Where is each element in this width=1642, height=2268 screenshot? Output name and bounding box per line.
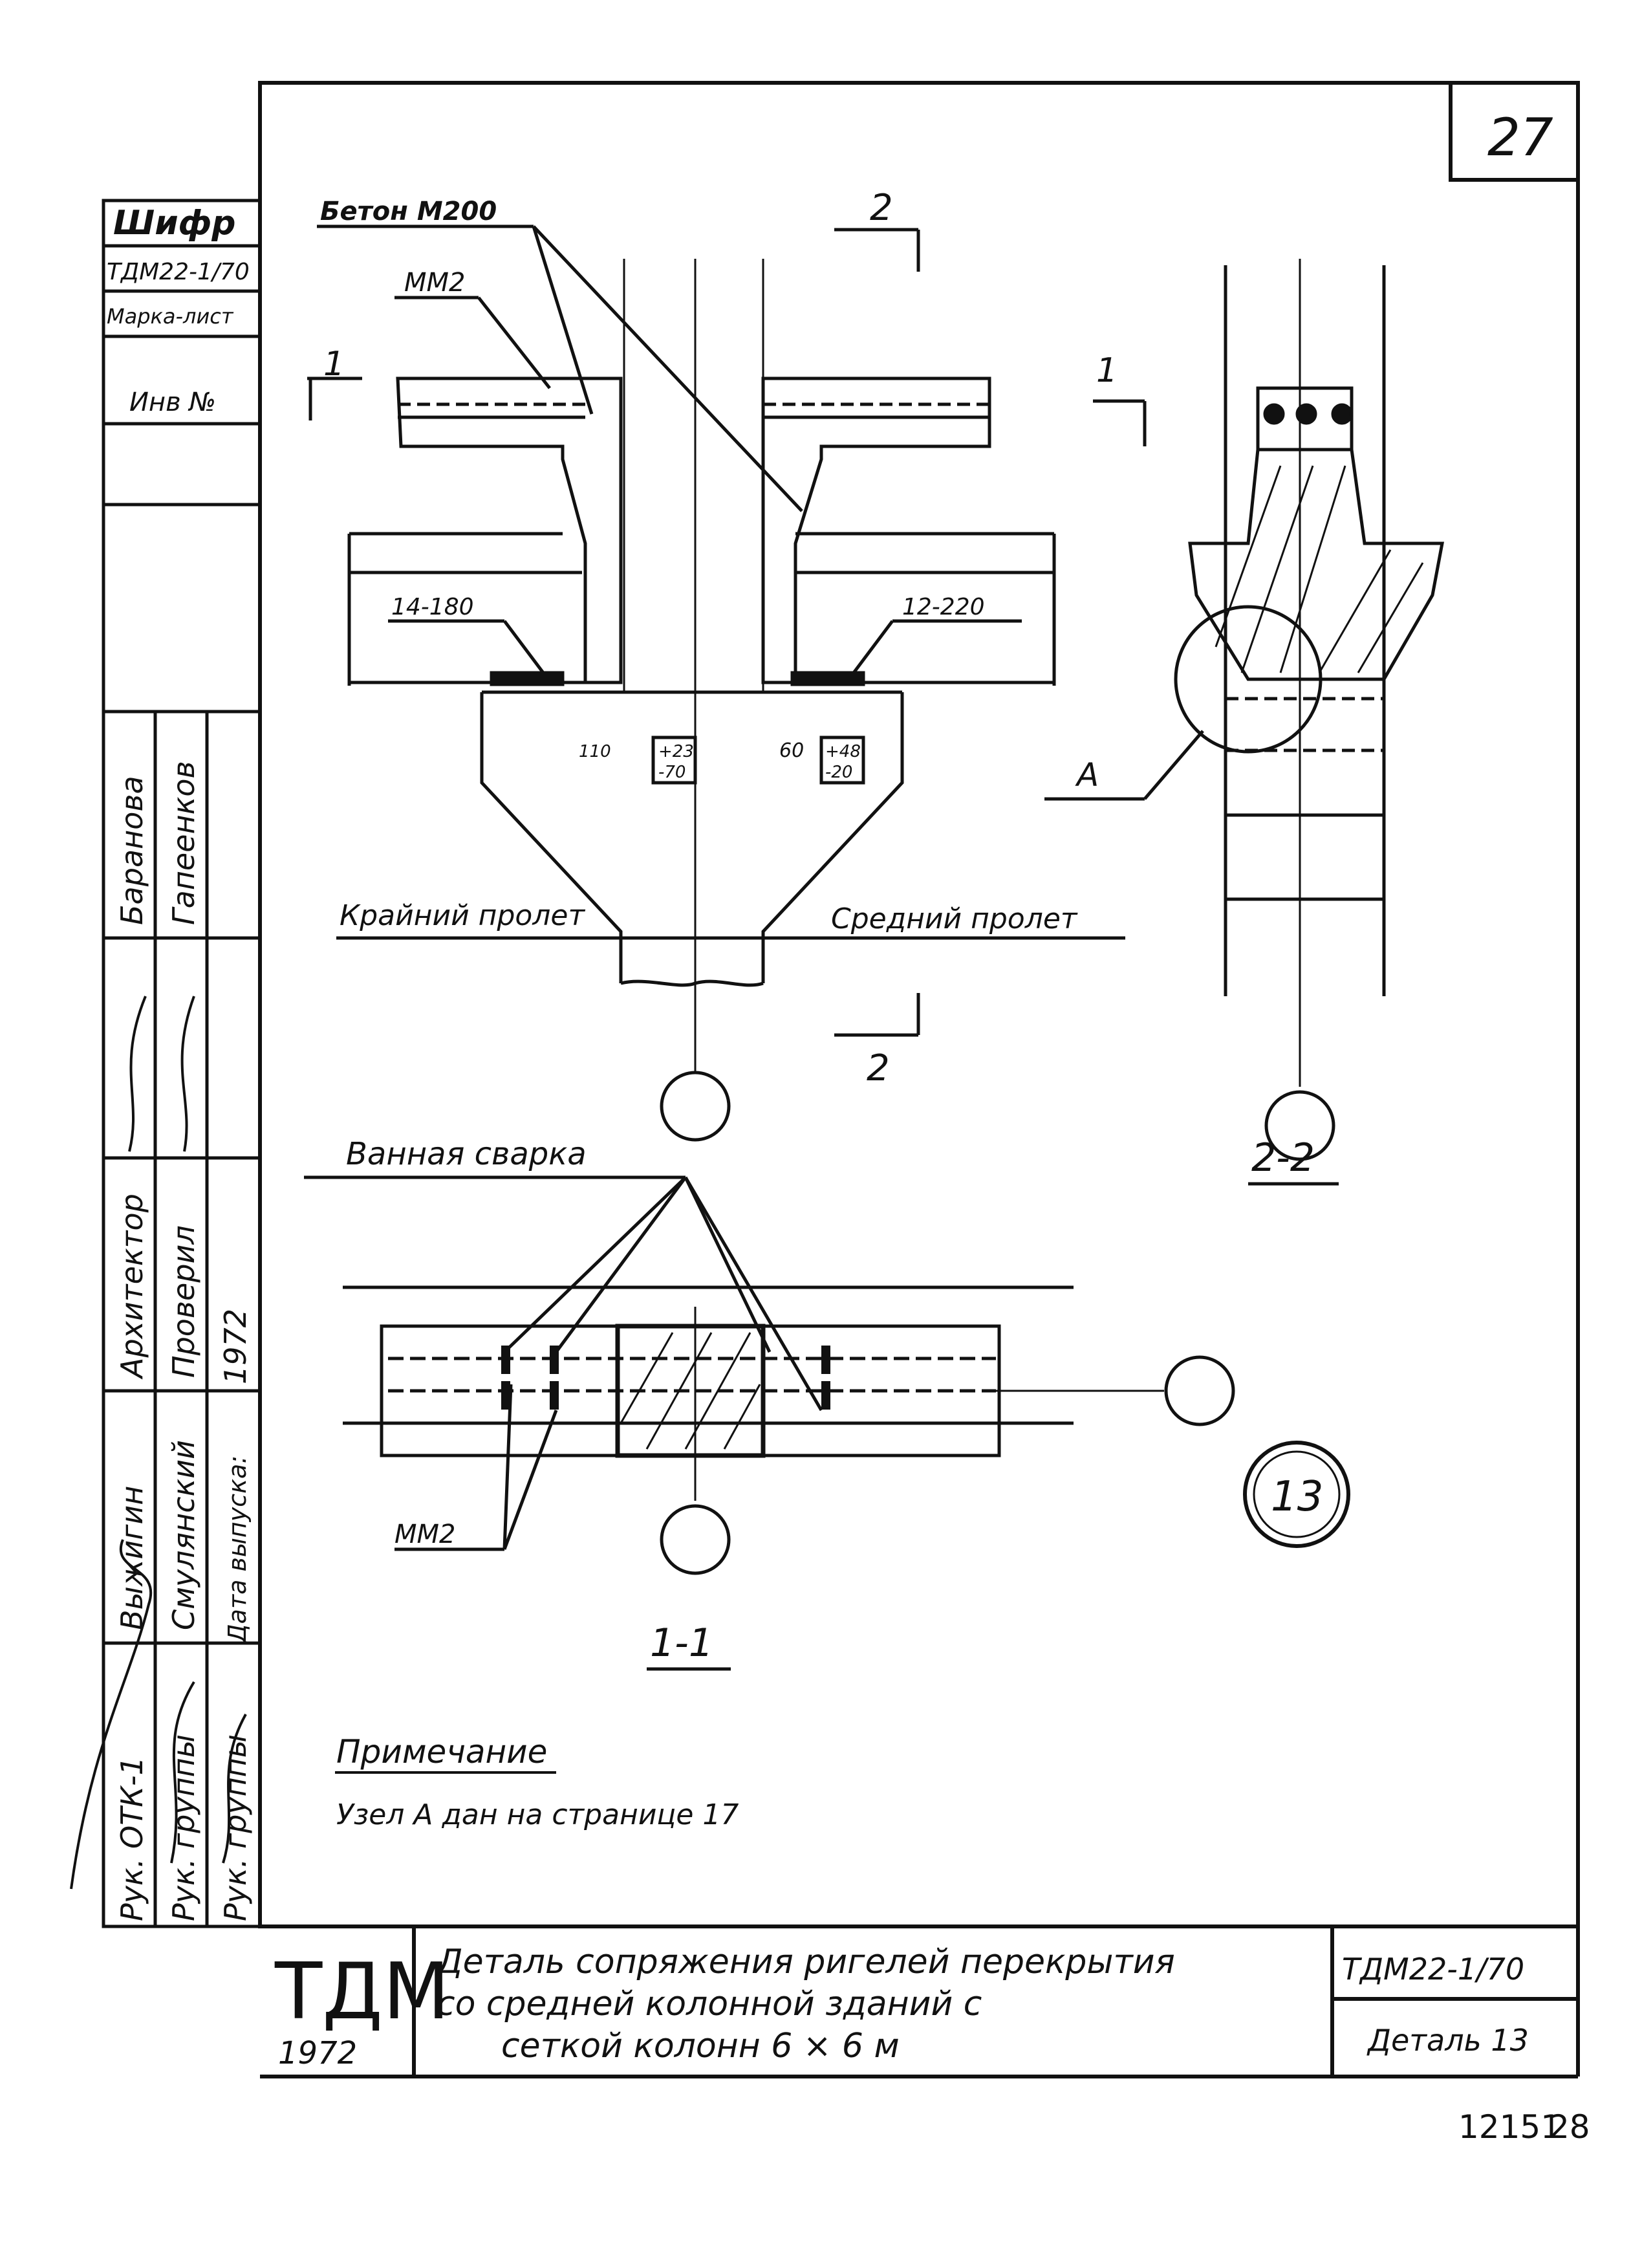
mark-sheet-label: Марка-лист [107, 304, 234, 329]
section-mark-1-right: 1 [1096, 351, 1118, 390]
upper-section-drawing [307, 224, 1147, 1142]
stamp-roles-col3: Рук. группы Дата выпуска: Гапеенков 1972 [218, 1309, 253, 1921]
label-mm2-top: ММ2 [404, 268, 465, 298]
label-dim-minus20: -20 [825, 763, 852, 782]
section-mark-2-top: 2 [870, 187, 893, 229]
title-line-3: сеткой колонн 6 × 6 м [501, 2027, 900, 2066]
title-line-1: Деталь сопряжения ригелей перекрытия [435, 1943, 1175, 1981]
footer-number-2: 28 [1549, 2108, 1590, 2146]
svg-text:Проверил: Проверил [166, 1225, 201, 1378]
label-section-2-2: 2-2 [1251, 1135, 1315, 1181]
page-number: 27 [1487, 107, 1553, 168]
cipher-value: ТДМ22-1/70 [107, 259, 250, 285]
label-section-1-1: 1-1 [650, 1620, 713, 1666]
title-logo: ТДМ [274, 1947, 450, 2037]
section-mark-2-bottom: 2 [867, 1047, 890, 1089]
stamp-roles-col2: Рук. группы Смулянский Проверил Гапеенко… [166, 761, 201, 1921]
svg-text:Гапеенков: Гапеенков [166, 761, 201, 925]
detail-circle [1243, 1441, 1350, 1548]
title-line-2: со средней колонной зданий с [437, 1985, 982, 2023]
label-span-middle: Средний пролет [831, 902, 1078, 935]
detail-circle-inner [1253, 1450, 1341, 1538]
detail-number: 13 [1271, 1473, 1323, 1521]
svg-text:Рук. группы: Рук. группы [166, 1734, 201, 1921]
label-bar-right: 12-220 [902, 594, 985, 620]
section-2-2-hatch [1215, 465, 1424, 673]
label-bar-left: 14-180 [391, 594, 474, 620]
title-code: ТДМ22-1/70 [1342, 1952, 1524, 1987]
page-number-box [1449, 81, 1580, 182]
section-1-1-drawing [304, 1175, 1235, 1671]
svg-text:Гапеенков: Гапеенков [245, 1626, 246, 1630]
section-mark-1-left: 1 [323, 345, 345, 384]
label-bath-welding: Ванная сварка [346, 1136, 587, 1172]
label-span-edge: Крайний пролет [340, 899, 585, 932]
svg-text:Баранова: Баранова [114, 776, 149, 925]
svg-text:Выжигин: Выжигин [114, 1486, 149, 1630]
svg-text:1972: 1972 [218, 1309, 253, 1384]
side-stamp [102, 199, 262, 1928]
label-dim-plus23: +23 [658, 742, 694, 761]
note-text: Узел А дан на странице 17 [336, 1798, 739, 1831]
svg-text:Архитектор: Архитектор [114, 1194, 149, 1380]
inv-label: Инв № [129, 387, 216, 417]
label-node-a: А [1075, 756, 1099, 794]
title-year: 1972 [278, 2035, 357, 2071]
welds [501, 1346, 830, 1410]
note-title: Примечание [336, 1733, 547, 1771]
section-2-2-drawing [1044, 259, 1445, 1186]
svg-text:Рук. ОТК-1: Рук. ОТК-1 [114, 1756, 149, 1921]
signatures [70, 996, 247, 1890]
svg-text:Дата выпуска:: Дата выпуска: [223, 1456, 252, 1644]
footer-number-1: 12151 [1458, 2108, 1561, 2146]
label-dim-minus70: -70 [658, 763, 686, 782]
label-concrete: Бетон М200 [320, 197, 497, 226]
cipher-label: Шифр [113, 204, 236, 243]
svg-text:Смулянский: Смулянский [166, 1440, 201, 1630]
label-dim-60: 60 [779, 739, 804, 762]
svg-text:Рук. группы: Рук. группы [218, 1734, 253, 1921]
section-1-1-hatch [620, 1332, 761, 1450]
stamp-roles-col1: Рук. ОТК-1 Выжигин Архитектор Баранова [114, 776, 149, 1921]
title-block [260, 1925, 1580, 2078]
label-mm2-bottom: ММ2 [394, 1520, 455, 1549]
label-dim-110: 110 [579, 742, 611, 761]
label-dim-plus48: +48 [825, 742, 861, 761]
title-detail: Деталь 13 [1367, 2023, 1529, 2058]
